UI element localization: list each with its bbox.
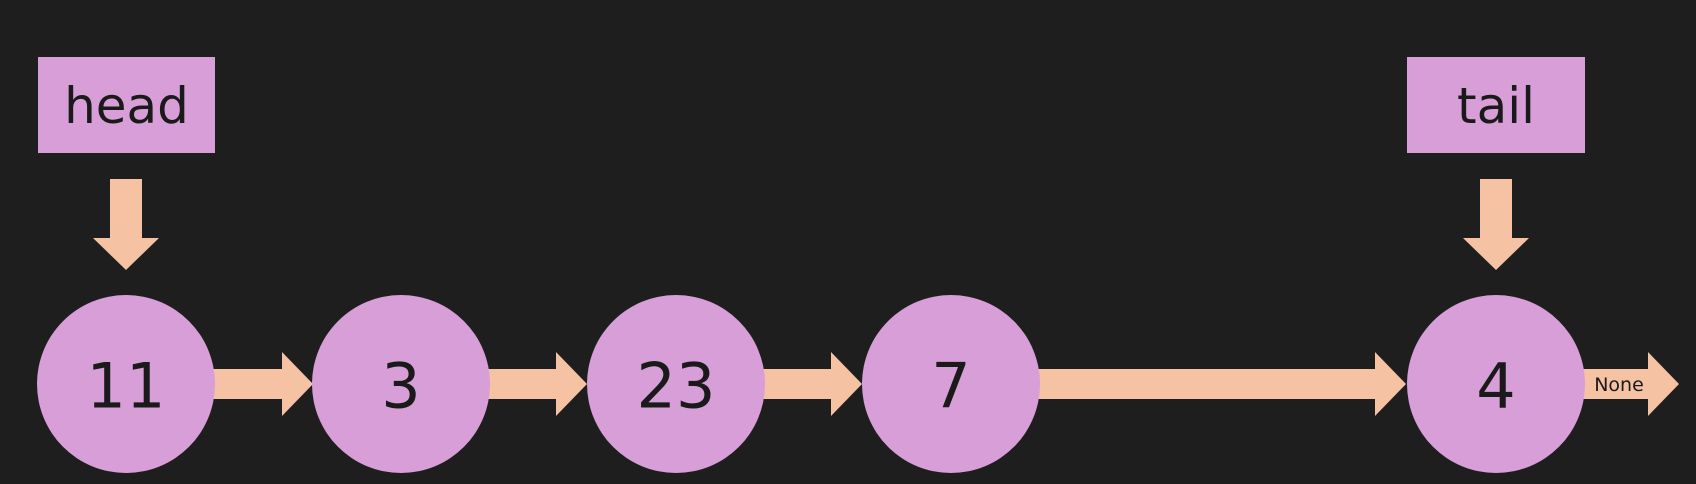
node-1-circle — [37, 295, 215, 473]
none-label: None — [1594, 374, 1644, 396]
none-arrow — [1580, 352, 1679, 416]
node-1-value: 11 — [87, 350, 166, 423]
next-arrow-3 — [760, 352, 862, 416]
next-arrow-1 — [210, 352, 313, 416]
node-3-circle — [587, 295, 765, 473]
tail-label: tail — [1457, 77, 1535, 135]
next-arrow-4 — [1035, 352, 1406, 416]
node-4-circle — [862, 295, 1040, 473]
node-5-circle — [1407, 295, 1585, 473]
node-4-value: 7 — [931, 350, 970, 423]
node-2-circle — [312, 295, 490, 473]
head-label: head — [64, 77, 189, 135]
next-arrow-2 — [485, 352, 587, 416]
tail-down-arrow — [1463, 179, 1529, 270]
node-3-value: 23 — [637, 350, 716, 423]
node-2-value: 3 — [381, 350, 420, 423]
node-5-value: 4 — [1476, 350, 1515, 423]
head-label-box — [38, 57, 215, 153]
head-down-arrow — [93, 179, 159, 270]
tail-label-box — [1407, 57, 1585, 153]
